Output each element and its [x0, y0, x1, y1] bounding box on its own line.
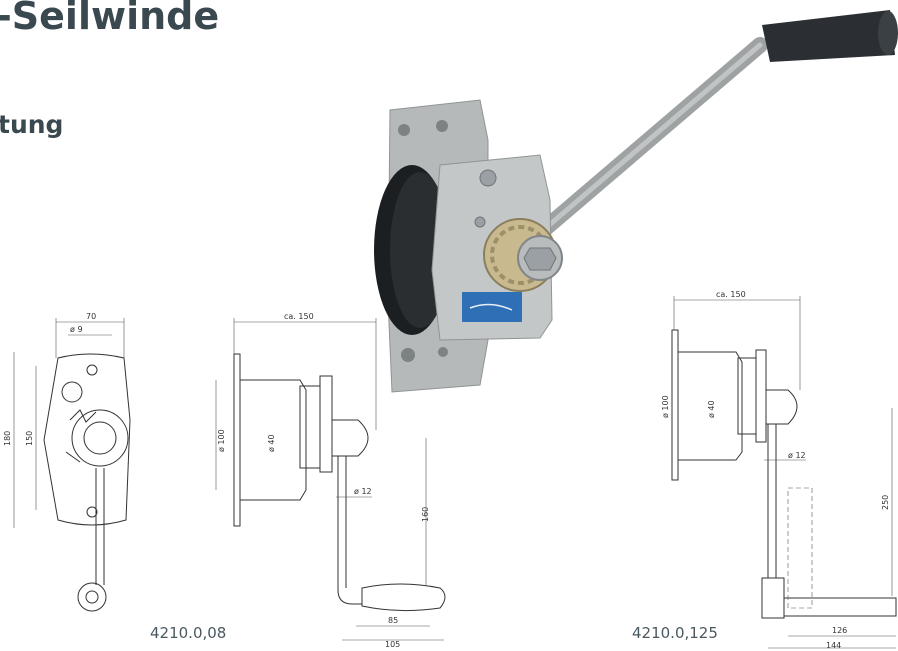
crank-arm-highlight: [517, 42, 763, 253]
plate-outline: [43, 353, 131, 526]
winch-photo: [374, 10, 898, 393]
dim-grip-length: 85: [388, 616, 398, 625]
dim-length: ca. 150: [284, 312, 314, 321]
dim-core-dia: ø 40: [267, 434, 276, 452]
dim-drum-dia: ø 100: [217, 429, 226, 452]
drawing-front-view: 70 ø 9 180 150: [3, 312, 131, 612]
drawing-side-large: ca. 150 ø 100 ø 40 ø 12 250 126 144: [661, 290, 897, 650]
drum-outline: [71, 409, 129, 467]
dim-hole: ø 9: [70, 325, 83, 334]
dim-shaft-dia: ø 12: [788, 451, 806, 460]
bolt: [479, 169, 497, 187]
page-title: -Seilwinde: [0, 0, 220, 38]
plate-hole: [436, 120, 448, 132]
label-mark: [469, 303, 513, 311]
dim-length: ca. 150: [716, 290, 746, 299]
dim-shaft-dia: ø 12: [354, 487, 372, 496]
product-code-large: 4210.0,125: [632, 624, 718, 642]
crank-handle: [762, 10, 895, 62]
dim-width: 70: [86, 312, 96, 321]
dim-height: 180: [3, 431, 12, 446]
product-code-small: 4210.0,08: [150, 624, 227, 642]
dim-crank-reach: 105: [385, 640, 400, 649]
handle-end-cap: [878, 11, 898, 55]
bolt: [474, 216, 486, 228]
plate-hole: [438, 347, 448, 357]
plate-hole: [401, 348, 415, 362]
dim-drum-dia: ø 100: [661, 395, 670, 418]
dim-grip-length: 126: [832, 626, 847, 635]
dim-crank-reach: 144: [826, 641, 841, 650]
dim-inner-height: 150: [25, 431, 34, 446]
plate-hole: [398, 124, 410, 136]
dim-crank-height: 250: [881, 495, 890, 510]
dim-core-dia: ø 40: [707, 400, 716, 418]
dim-crank-height: 160: [421, 507, 430, 522]
crank-grip: [361, 583, 446, 612]
crank-grip: [783, 597, 897, 617]
hub-nut: [523, 247, 557, 271]
drawing-side-small: ca. 150 ø 100 ø 40 ø 12 160 85 105: [215, 312, 446, 649]
grip-alt-position: [787, 487, 813, 609]
section-subtitle: tung: [0, 110, 64, 139]
